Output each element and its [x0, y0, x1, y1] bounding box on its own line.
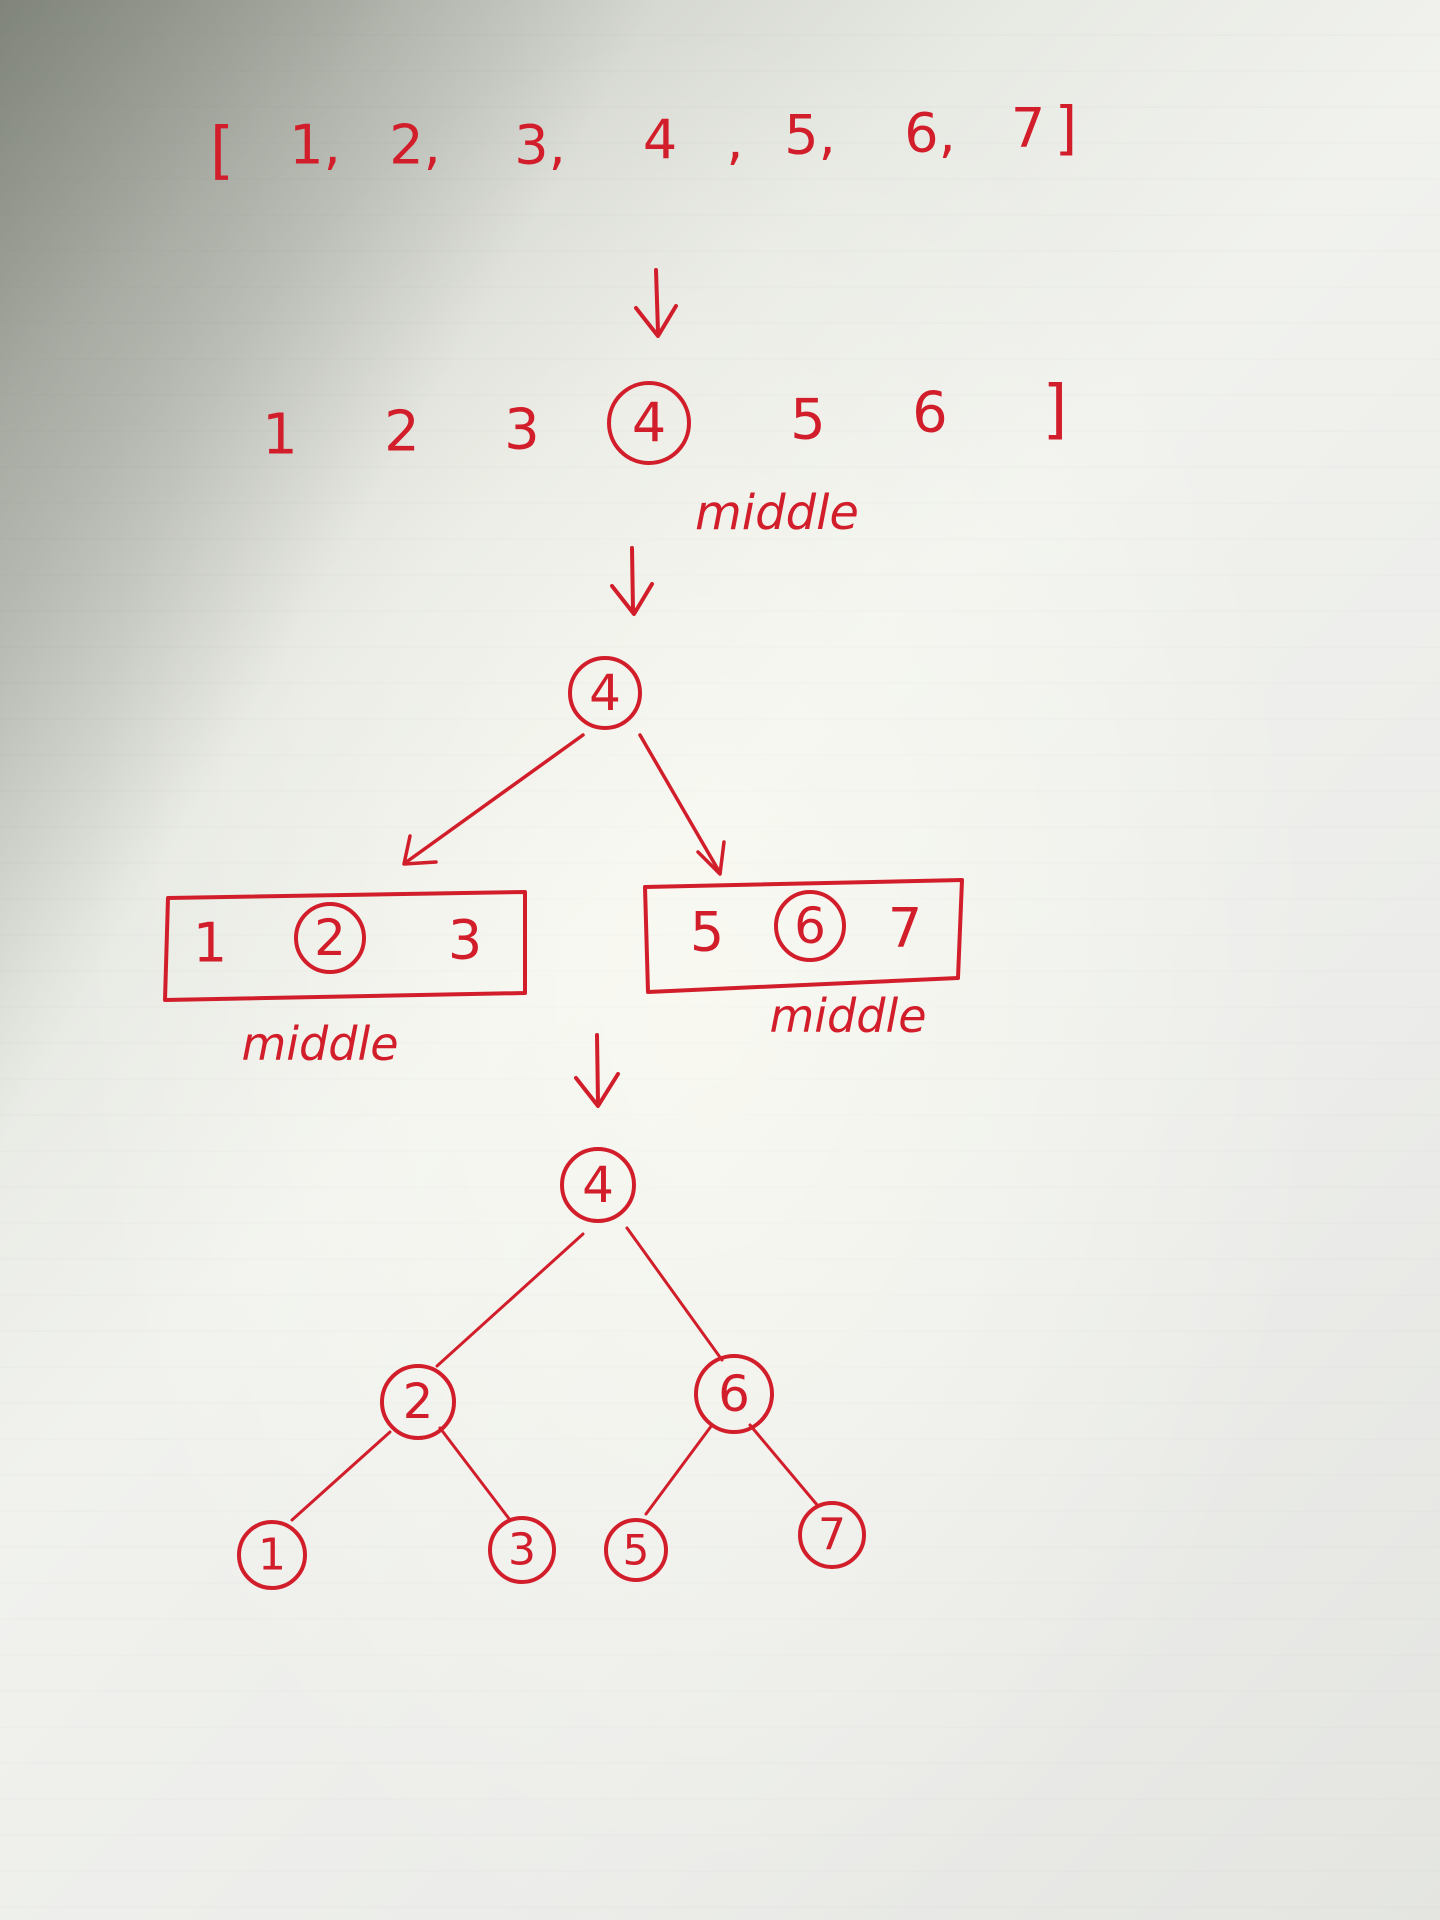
final-bst: 4 2 6 1 3 5 7	[237, 1147, 866, 1590]
node-5-value: 5	[623, 1526, 650, 1575]
array-item-7: 7	[1011, 97, 1045, 160]
node-6-value: 6	[718, 1365, 750, 1423]
step3-root-value: 4	[589, 664, 621, 722]
array-comma: ,	[726, 109, 743, 172]
middle-label-3: middle	[769, 989, 926, 1043]
node-4-circle	[560, 1147, 636, 1223]
split-item-6: 6	[912, 381, 948, 446]
node-3-circle	[488, 1516, 556, 1584]
edge-6-5	[644, 1423, 714, 1516]
split-item-4: 4	[632, 392, 666, 455]
array-item-3: 3,	[514, 114, 566, 177]
array-open-bracket: [	[210, 114, 234, 187]
split-row: 1 2 3 4 5 6 ] middle	[262, 373, 1067, 541]
left-subarray-box	[163, 890, 527, 1002]
right-box-item-5: 5	[690, 901, 724, 964]
down-arrow-1	[634, 268, 678, 338]
left-box-item-2: 2	[314, 909, 346, 967]
down-arrow-3	[574, 1033, 620, 1108]
array-item-4: 4	[643, 109, 677, 172]
array-item-5: 5,	[784, 104, 836, 167]
edge-4-2	[435, 1232, 585, 1368]
down-arrow-2	[610, 546, 654, 616]
split-close-bracket: ]	[1043, 373, 1068, 447]
array-item-1: 1,	[289, 114, 341, 177]
split-item-1: 1	[262, 403, 298, 468]
left-box-item-1: 1	[193, 912, 227, 975]
node-4-value: 4	[582, 1156, 614, 1214]
right-subarray-box	[643, 878, 964, 994]
step3-left-branch	[403, 733, 585, 865]
middle-label-2: middle	[241, 1017, 398, 1071]
array-close-bracket: ]	[1055, 94, 1078, 162]
left-middle-circle	[294, 902, 366, 974]
node-7-circle	[798, 1501, 866, 1569]
step3-right-branch	[638, 733, 722, 875]
split-item-5: 5	[790, 388, 826, 453]
node-5-circle	[604, 1518, 668, 1582]
step3-root-circle	[568, 656, 642, 730]
middle-circle-4	[607, 381, 691, 465]
split-item-2: 2	[384, 400, 420, 465]
right-middle-circle	[774, 890, 846, 962]
middle-label-1: middle	[695, 485, 859, 541]
split-step: 4 1 2 3 middle 5 6 7 middle	[163, 656, 964, 1071]
array-item-2: 2,	[389, 114, 441, 177]
node-7-value: 7	[818, 1510, 846, 1561]
right-box-item-7: 7	[888, 897, 922, 960]
split-item-3: 3	[504, 398, 540, 463]
edge-6-7	[748, 1423, 820, 1508]
array-item-6: 6,	[904, 102, 956, 165]
left-box-item-3: 3	[448, 909, 482, 972]
node-6-circle	[694, 1354, 774, 1434]
node-2-circle	[380, 1364, 456, 1440]
node-1-value: 1	[258, 1530, 286, 1581]
right-box-item-6: 6	[794, 897, 826, 955]
edge-4-6	[625, 1226, 724, 1362]
edge-2-1	[290, 1430, 392, 1522]
array-row: [ 1, 2, 3, 4 , 5, 6, 7 ]	[210, 94, 1077, 187]
node-3-value: 3	[508, 1525, 536, 1576]
edge-2-3	[438, 1426, 512, 1522]
node-1-circle	[237, 1520, 307, 1590]
node-2-value: 2	[403, 1374, 434, 1430]
